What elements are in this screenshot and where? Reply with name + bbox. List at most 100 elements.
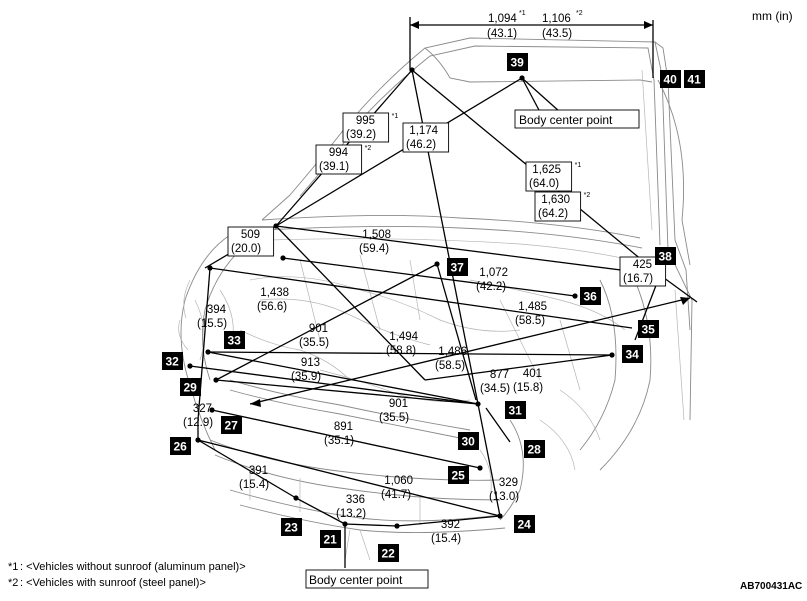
point-badge-label: 28 — [528, 443, 542, 457]
dimension-d509: 509(20.0) — [227, 226, 275, 257]
dimension-mm: 394 — [207, 304, 227, 316]
footnote-1-mark: *1 — [8, 561, 18, 573]
dimension-inch: (39.1) — [319, 161, 349, 173]
point-badge-label: 37 — [451, 261, 465, 275]
point-badge-25: 25 — [448, 466, 469, 484]
point-badge-bg — [162, 352, 183, 370]
point-badge-bg — [684, 70, 705, 88]
point-badge-label: 25 — [452, 469, 466, 483]
dimension-inch: (15.5) — [197, 318, 227, 330]
dimension-inch: (35.1) — [324, 435, 354, 447]
top-width-b-mark: *2 — [576, 10, 583, 17]
point-badge-28: 28 — [524, 440, 545, 458]
footnotes: *1 : <Vehicles without sunroof (aluminum… — [8, 561, 246, 589]
point-badge-bg — [447, 258, 468, 276]
dimension-mm: 1,485 — [518, 301, 547, 313]
measurement-lines — [189, 17, 698, 568]
dimension-d336: 336(13.2) — [336, 494, 366, 520]
point-badge-bg — [514, 515, 535, 533]
point-badge-label: 35 — [642, 323, 656, 337]
dimension-inch: (34.5) — [480, 383, 510, 395]
measurement-points — [187, 67, 663, 529]
dimension-mm: 891 — [334, 421, 353, 433]
dimension-inch: (64.2) — [538, 208, 568, 220]
dimension-d1072: 1,072(42.2) — [476, 267, 508, 293]
dimension-box — [227, 226, 275, 257]
point-badge-bg — [524, 440, 545, 458]
point-badge-bg — [320, 530, 341, 548]
point-badge-bg — [448, 466, 469, 484]
dimension-d1625: 1,625(64.0)*1 — [525, 161, 581, 192]
dimension-mm: 1,625 — [532, 164, 561, 176]
dimension-inch: (59.4) — [359, 243, 389, 255]
point-badge-label: 40 — [664, 73, 678, 87]
point-badge-39: 39 — [507, 53, 528, 71]
dimension-footnote-mark: *1 — [392, 113, 399, 120]
top-width-a-inch: (43.1) — [487, 28, 517, 40]
top-width-b-mm: 1,106 — [542, 13, 571, 25]
point-badge-bg — [458, 432, 479, 450]
dimension-d1060: 1,060(41.7) — [381, 475, 413, 501]
dimension-d913: 913(35.9) — [291, 357, 321, 383]
top-width-a-mm: 1,094 — [488, 13, 517, 25]
point-badge-label: 41 — [688, 73, 702, 87]
point-badge-bg — [622, 345, 643, 363]
vehicle-body-outline — [178, 37, 693, 561]
point-badge-33: 33 — [224, 331, 245, 349]
top-width-b-inch: (43.5) — [542, 28, 572, 40]
dimension-d394: 394 (15.5) — [197, 304, 227, 330]
dimension-d877: 877(34.5) — [480, 369, 510, 395]
point-badge-label: 26 — [174, 440, 188, 454]
top-width-a-mark: *1 — [519, 10, 526, 17]
point-badge-label: 22 — [382, 547, 396, 561]
point-badge-label: 27 — [225, 419, 239, 433]
dimension-inch: (13.0) — [489, 491, 519, 503]
point-badge-label: 23 — [285, 521, 299, 535]
dimension-box — [534, 191, 582, 222]
dimension-mm: 391 — [249, 465, 268, 477]
dimension-inch: (35.5) — [299, 337, 329, 349]
point-badge-bg — [505, 401, 526, 419]
dimension-d425: 425(16.7) — [619, 256, 667, 287]
dimension-inch: (46.2) — [406, 139, 436, 151]
point-badge-bg — [580, 287, 601, 305]
dimension-d327: 327(12.9) — [183, 403, 213, 429]
dimension-mm: 901 — [389, 398, 408, 410]
point-badge-bg — [507, 53, 528, 71]
dimension-d1485: 1,485(58.5) — [515, 301, 547, 327]
dimension-mm: 995 — [356, 115, 375, 127]
point-badge-41: 41 — [684, 70, 705, 88]
point-badge-label: 36 — [584, 290, 598, 304]
dimension-mm: 336 — [346, 494, 365, 506]
point-badge-38: 38 — [655, 247, 676, 265]
point-badge-label: 38 — [659, 250, 673, 264]
dimension-mm: 392 — [441, 519, 460, 531]
dimension-d391: 391(15.4) — [239, 465, 269, 491]
callout-top: Body center point — [514, 109, 640, 129]
point-badge-24: 24 — [514, 515, 535, 533]
dimension-mm: 509 — [241, 229, 260, 241]
footnote-1-text: : <Vehicles without sunroof (aluminum pa… — [20, 561, 246, 573]
point-badge-label: 31 — [509, 404, 523, 418]
dimension-mm: 327 — [193, 403, 212, 415]
dimension-box — [402, 122, 450, 153]
point-badge-label: 29 — [184, 381, 198, 395]
dimension-inch: (56.6) — [257, 301, 287, 313]
point-badge-21: 21 — [320, 530, 341, 548]
dimension-labels: 995(39.2)*1994(39.1)*21,174(46.2)1,625(6… — [183, 112, 667, 545]
dimension-d891: 891 (35.1) — [324, 421, 354, 447]
point-badge-label: 39 — [511, 56, 525, 70]
footnote-2-mark: *2 — [8, 577, 18, 589]
point-badge-label: 32 — [166, 355, 180, 369]
dimension-d1630: 1,630(64.2)*2 — [534, 191, 591, 222]
footnote-2-text: : <Vehicles with sunroof (steel panel)> — [20, 577, 206, 589]
point-badge-label: 30 — [462, 435, 476, 449]
dimension-mm: 401 — [523, 368, 542, 380]
dimension-d1174: 1,174(46.2) — [402, 122, 450, 153]
point-badge-bg — [170, 437, 191, 455]
point-badge-bg — [224, 331, 245, 349]
dimension-d1494: 1,494(58.8) — [386, 331, 419, 357]
dimension-box — [619, 256, 667, 287]
dimension-footnote-mark: *2 — [584, 192, 591, 199]
point-badge-23: 23 — [281, 518, 302, 536]
